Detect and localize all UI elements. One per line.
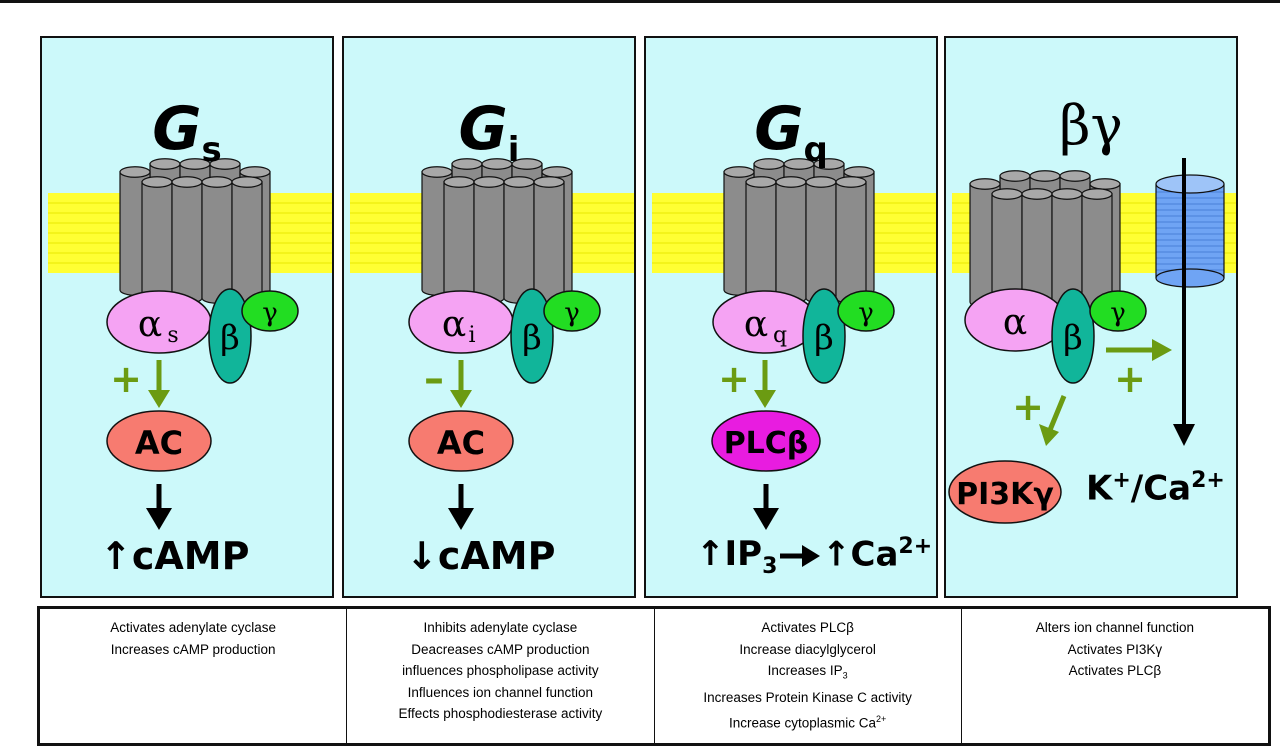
alpha-label: α	[1003, 302, 1027, 343]
alpha-sub: s	[167, 323, 178, 348]
panel-title: Gq	[754, 94, 828, 170]
panel-betagamma-drawing: α β γ + + PI3Kγ	[948, 158, 1236, 524]
table-line: influences phospholipase activity	[402, 663, 599, 679]
enzyme-pi3k: PI3Kγ	[948, 460, 1062, 524]
table-line: Increase cytoplasmic Ca2+	[728, 714, 887, 731]
gamma-subunit: γ	[1089, 290, 1147, 332]
gamma-label: γ	[1110, 298, 1126, 328]
outcome-label: ↓cAMP	[406, 534, 556, 578]
green-diagonal-arrow-icon	[1039, 395, 1067, 446]
table-line: Inhibits adenylate cyclase	[423, 620, 578, 635]
beta-label: β	[522, 318, 542, 358]
beta-subunit: β	[510, 288, 554, 384]
top-rule	[0, 0, 1280, 3]
receptor-icon	[969, 170, 1121, 316]
effect-sign-channel: +	[1114, 357, 1146, 401]
gamma-subunit: γ	[837, 290, 895, 332]
table-line: Increases IP3	[767, 663, 848, 681]
ion-channel-icon	[1155, 174, 1225, 288]
gamma-label: γ	[262, 298, 278, 328]
effect-sign: +	[1012, 385, 1044, 429]
table-line: Increases Protein Kinase C activity	[703, 690, 912, 706]
alpha-label: α	[744, 304, 768, 345]
receptor-icon	[119, 158, 271, 304]
enzyme-label: AC	[135, 424, 183, 462]
green-arrow-icon	[754, 360, 776, 408]
table-line: Activates PI3Kγ	[1067, 641, 1163, 657]
beta-label: β	[1063, 318, 1083, 358]
alpha-sub: i	[468, 323, 475, 348]
panel-gs: α s β γ + AC Gs ↑cAMP	[40, 36, 334, 598]
green-arrow-icon	[450, 360, 472, 408]
alpha-subunit: α i	[408, 290, 514, 354]
receptor-icon	[421, 158, 573, 304]
enzyme-label: AC	[437, 424, 485, 462]
panel-title: βγ	[1059, 94, 1123, 157]
alpha-label: α	[442, 304, 466, 345]
panel-title: Gi	[458, 94, 520, 170]
table-cell-gi: Inhibits adenylate cyclase Deacreases cA…	[347, 609, 655, 743]
gamma-label: γ	[564, 298, 580, 328]
panel-gi-drawing: α i β γ – AC	[350, 158, 634, 530]
enzyme-label: PLCβ	[724, 426, 809, 461]
table-line: Activates PLCβ	[1068, 663, 1162, 679]
enzyme-ac: AC	[408, 410, 514, 472]
alpha-subunit: α q	[712, 290, 818, 354]
panel-betagamma: α β γ + + PI3Kγ βγ K+/Ca2+	[944, 36, 1238, 598]
right-arrow-icon	[780, 545, 820, 567]
channel-ions-label: K+/Ca2+	[1086, 468, 1225, 509]
down-arrow-icon	[146, 484, 172, 530]
enzyme-plc: PLCβ	[711, 410, 821, 472]
beta-subunit: β	[208, 288, 252, 384]
table-line: Alters ion channel function	[1035, 620, 1195, 635]
alpha-subunit: α	[964, 288, 1066, 352]
table-line: Increase diacylglycerol	[739, 641, 876, 657]
panel-gq: α q β γ + PLCβ Gq ↑IP3 ↑Ca2+	[644, 36, 938, 598]
table-line: Deacreases cAMP production	[411, 641, 590, 657]
effect-sign: –	[424, 356, 444, 402]
effect-sign: +	[110, 357, 142, 401]
table-line: Activates adenylate cyclase	[110, 620, 277, 635]
panel-gq-drawing: α q β γ + PLCβ	[652, 158, 936, 567]
table-line: Increases cAMP production	[110, 641, 276, 657]
alpha-subunit: α s	[106, 290, 212, 354]
outcome-label-2: ↑Ca2+	[822, 534, 933, 575]
beta-label: β	[814, 318, 834, 358]
outcome-label: ↑cAMP	[100, 534, 250, 578]
beta-subunit: β	[802, 288, 846, 384]
panel-gi: α i β γ – AC Gi ↓cAMP	[342, 36, 636, 598]
gamma-subunit: γ	[241, 290, 299, 332]
receptor-icon	[723, 158, 875, 304]
gamma-subunit: γ	[543, 290, 601, 332]
green-arrow-icon	[148, 360, 170, 408]
table-cell-betagamma: Alters ion channel function Activates PI…	[962, 609, 1268, 743]
panel-title: Gs	[152, 94, 222, 170]
down-arrow-icon	[753, 484, 779, 530]
green-right-arrow-icon	[1106, 339, 1172, 361]
enzyme-label: PI3Kγ	[956, 477, 1054, 512]
summary-table: Activates adenylate cyclase Increases cA…	[37, 606, 1271, 746]
outcome-label: ↑IP3	[696, 534, 778, 579]
beta-subunit: β	[1051, 288, 1095, 384]
down-arrow-icon	[448, 484, 474, 530]
table-line: Influences ion channel function	[407, 684, 594, 700]
table-line: Effects phosphodiesterase activity	[398, 706, 603, 722]
table-line: Activates PLCβ	[761, 620, 854, 635]
table-cell-gq: Activates PLCβ Increase diacylglycerol I…	[655, 609, 962, 743]
beta-label: β	[220, 318, 240, 358]
table-cell-gs: Activates adenylate cyclase Increases cA…	[40, 609, 348, 743]
panel-gs-drawing: α s β γ + AC	[48, 158, 332, 530]
effect-sign: +	[718, 357, 750, 401]
channel-arrow-icon	[1173, 158, 1195, 446]
enzyme-ac: AC	[106, 410, 212, 472]
gamma-label: γ	[858, 298, 874, 328]
alpha-label: α	[138, 304, 162, 345]
alpha-sub: q	[773, 323, 787, 348]
